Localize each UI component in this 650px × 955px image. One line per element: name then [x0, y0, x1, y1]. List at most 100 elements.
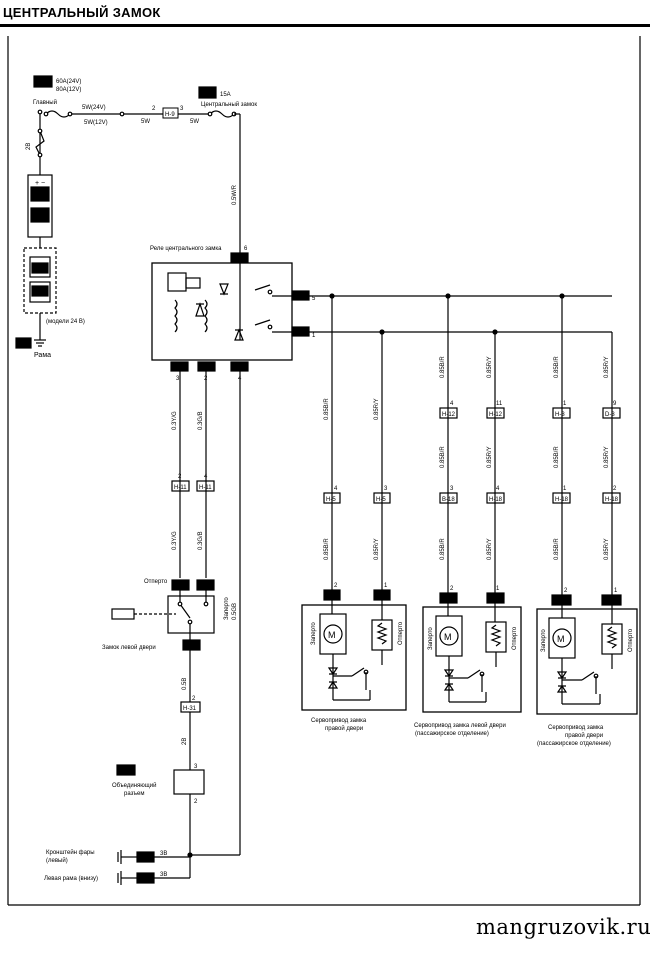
svg-text:Кронштейн фары: Кронштейн фары	[46, 849, 95, 856]
svg-text:D-10: D-10	[604, 599, 618, 605]
svg-text:0.85R/Y: 0.85R/Y	[604, 356, 610, 378]
svg-text:D-8: D-8	[326, 594, 336, 600]
relay-output-buses	[309, 293, 613, 595]
svg-text:3B: 3B	[160, 872, 167, 878]
motor-left-door-unit: M Заперто Отперто	[422, 603, 522, 713]
svg-text:F-7: F-7	[201, 89, 214, 98]
svg-text:5W: 5W	[190, 119, 199, 125]
svg-text:Сервопривод замка: Сервопривод замка	[548, 725, 604, 731]
svg-text:(пассажирское отделение): (пассажирское отделение)	[537, 741, 611, 747]
svg-text:3B: 3B	[160, 851, 167, 857]
svg-text:5W: 5W	[141, 119, 150, 125]
svg-text:Отперто: Отперто	[144, 579, 168, 585]
svg-text:4: 4	[450, 401, 454, 407]
svg-text:правой двери: правой двери	[325, 725, 363, 732]
battery-24v: (модели 24 В)	[23, 237, 85, 325]
svg-text:0.5GB: 0.5GB	[232, 603, 238, 620]
motor-right-passenger-door-unit: M Заперто Отперто	[536, 605, 638, 715]
svg-text:6: 6	[244, 246, 248, 252]
svg-text:C-4: C-4	[174, 584, 184, 590]
svg-text:B-18: B-18	[442, 497, 455, 503]
svg-text:H-9: H-9	[165, 112, 175, 118]
svg-text:80A(12V): 80A(12V)	[56, 87, 81, 93]
fusible-link-fl1: FL-1 60A(24V) 80A(12V) Главный	[33, 75, 81, 106]
svg-text:5W(12V): 5W(12V)	[84, 120, 108, 126]
svg-text:H-11: H-11	[199, 485, 212, 491]
svg-text:3: 3	[176, 376, 180, 382]
svg-text:B-1: B-1	[139, 877, 149, 883]
svg-text:B-20: B-20	[119, 769, 132, 775]
svg-text:1: 1	[496, 586, 500, 592]
svg-text:H-5: H-5	[326, 497, 336, 503]
svg-text:Отперто: Отперто	[398, 621, 404, 645]
svg-text:0.85R/Y: 0.85R/Y	[374, 398, 380, 420]
svg-text:(левый): (левый)	[46, 857, 68, 864]
svg-text:Объединяющий: Объединяющий	[112, 782, 156, 789]
svg-text:9: 9	[613, 401, 617, 407]
svg-text:0.3G/B: 0.3G/B	[198, 411, 204, 430]
svg-text:Главный: Главный	[33, 99, 57, 106]
svg-text:(пассажирское отделение): (пассажирское отделение)	[415, 731, 489, 737]
svg-text:0.85B/R: 0.85B/R	[324, 538, 330, 560]
svg-text:2: 2	[152, 106, 156, 112]
svg-text:4: 4	[496, 486, 500, 492]
svg-text:B-12: B-12	[200, 365, 213, 371]
svg-text:0.85B/R: 0.85B/R	[324, 398, 330, 420]
svg-text:2: 2	[564, 588, 568, 594]
svg-text:0.85R/Y: 0.85R/Y	[604, 446, 610, 468]
svg-text:FL-1: FL-1	[36, 78, 53, 87]
motor-right-passenger-door-wiring: 0.85B/R 0.85R/Y H-3 1 D-3 9 0.85B/R 0.85…	[551, 356, 622, 606]
svg-text:3: 3	[384, 486, 388, 492]
svg-text:0.85R/Y: 0.85R/Y	[487, 446, 493, 468]
svg-text:Замок левой двери: Замок левой двери	[102, 644, 156, 651]
main-power-wire: 5W(24V) 5W(12V) 5W 5W H-9 2 3 2B 0.5W/R	[26, 105, 241, 255]
svg-text:правой двери: правой двери	[565, 732, 603, 739]
svg-text:E-2: E-2	[18, 342, 28, 348]
svg-text:0.85R/Y: 0.85R/Y	[604, 538, 610, 560]
battery-main: + −	[27, 174, 53, 238]
motor-left-door-caption: Сервопривод замка левой двери (пассажирс…	[414, 722, 506, 737]
motor-right-door-caption: Сервопривод замка правой двери	[311, 718, 367, 732]
svg-text:H-12: H-12	[442, 412, 456, 418]
svg-text:Заперто: Заперто	[541, 629, 547, 652]
svg-text:5: 5	[312, 296, 316, 302]
page-title: ЦЕНТРАЛЬНЫЙ ЗАМОК	[3, 5, 161, 20]
svg-text:Отперто: Отперто	[512, 626, 518, 650]
svg-text:Рама: Рама	[34, 352, 51, 359]
motor-right-door-unit: M Заперто Отперто	[301, 600, 407, 711]
svg-text:0.3G/B: 0.3G/B	[198, 531, 204, 550]
svg-text:B-12: B-12	[173, 365, 186, 371]
svg-text:H-18: H-18	[605, 497, 619, 503]
title-rule	[0, 24, 650, 27]
svg-text:+ −: + −	[35, 180, 45, 187]
svg-text:1: 1	[312, 333, 316, 339]
svg-text:M: M	[444, 632, 452, 642]
svg-text:1: 1	[384, 583, 388, 589]
motor-right-door-wiring: 0.85B/R 0.85R/Y H-5 4 H-5 3 0.85B/R 0.85…	[323, 398, 391, 601]
svg-text:0.85B/R: 0.85B/R	[440, 538, 446, 560]
svg-text:0.85B/R: 0.85B/R	[440, 356, 446, 378]
svg-text:60A(24V): 60A(24V)	[56, 79, 81, 85]
svg-text:D-10: D-10	[554, 599, 568, 605]
svg-text:H-12: H-12	[489, 412, 503, 418]
svg-text:M: M	[328, 630, 336, 640]
svg-text:3: 3	[194, 764, 198, 770]
svg-text:D-9: D-9	[442, 597, 452, 603]
svg-text:1: 1	[563, 486, 567, 492]
svg-text:разъем: разъем	[124, 791, 144, 797]
svg-text:0.85R/Y: 0.85R/Y	[487, 356, 493, 378]
svg-text:H-5: H-5	[376, 497, 386, 503]
svg-text:0.3Y/G: 0.3Y/G	[172, 531, 178, 550]
svg-text:0.85R/Y: 0.85R/Y	[374, 538, 380, 560]
svg-text:C-4: C-4	[199, 584, 209, 590]
svg-text:H-18: H-18	[555, 497, 569, 503]
svg-text:B-12: B-12	[233, 256, 246, 262]
svg-text:2: 2	[450, 586, 454, 592]
svg-text:2: 2	[194, 799, 198, 805]
svg-text:2: 2	[334, 583, 338, 589]
svg-text:0.3Y/G: 0.3Y/G	[172, 411, 178, 430]
svg-text:Левая рама (внизу): Левая рама (внизу)	[44, 876, 98, 882]
svg-text:H-3: H-3	[555, 412, 565, 418]
svg-text:0.5W/R: 0.5W/R	[232, 184, 238, 205]
